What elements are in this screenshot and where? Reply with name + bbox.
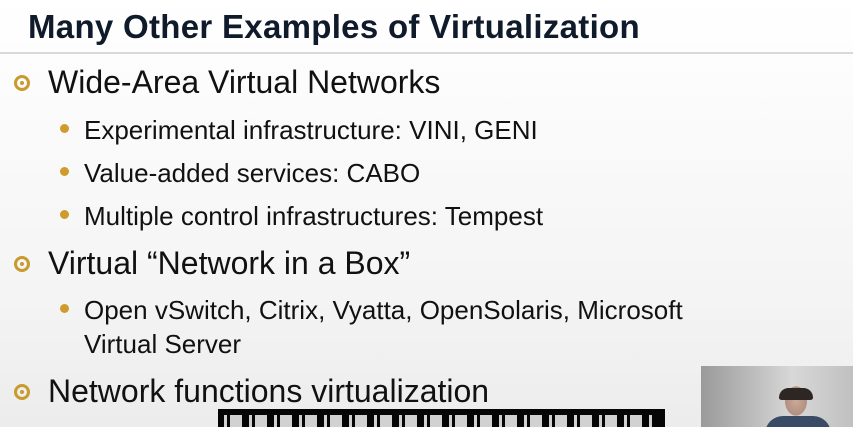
presenter-shirt bbox=[765, 416, 831, 427]
bullet-wide-area-virtual-networks: Wide-Area Virtual Networks bbox=[14, 64, 440, 101]
bullet-text: Wide-Area Virtual Networks bbox=[48, 64, 441, 100]
bullet-text: Virtual “Network in a Box” bbox=[48, 245, 411, 281]
dot-bullet-icon bbox=[60, 304, 69, 313]
ring-bullet-icon bbox=[14, 255, 30, 272]
ring-bullet-icon bbox=[14, 383, 30, 400]
subbullet-experimental-infrastructure: Experimental infrastructure: VINI, GENI bbox=[60, 113, 538, 147]
ring-bullet-icon bbox=[14, 74, 30, 91]
subbullet-text: Multiple control infrastructures: Tempes… bbox=[84, 201, 544, 231]
subbullet-multiple-control-infrastructures: Multiple control infrastructures: Tempes… bbox=[60, 199, 543, 233]
slide-title: Many Other Examples of Virtualization bbox=[28, 8, 640, 45]
title-divider bbox=[0, 52, 853, 54]
dot-bullet-icon bbox=[60, 124, 69, 133]
dot-bullet-icon bbox=[60, 210, 69, 219]
dot-bullet-icon bbox=[60, 167, 69, 176]
subbullet-open-vswitch: Open vSwitch, Citrix, Vyatta, OpenSolari… bbox=[60, 293, 710, 361]
subbullet-text: Experimental infrastructure: VINI, GENI bbox=[84, 115, 538, 145]
bullet-network-functions-virtualization: Network functions virtualization bbox=[14, 373, 489, 410]
bullet-network-in-a-box: Virtual “Network in a Box” bbox=[14, 245, 410, 282]
subbullet-text: Value-added services: CABO bbox=[84, 158, 421, 188]
presenter-webcam-overlay bbox=[701, 366, 853, 427]
subbullet-text: Open vSwitch, Citrix, Vyatta, OpenSolari… bbox=[84, 295, 683, 359]
subbullet-value-added-services: Value-added services: CABO bbox=[60, 156, 420, 190]
bullet-text: Network functions virtualization bbox=[48, 373, 490, 409]
subtitle-caption-bar bbox=[218, 409, 665, 427]
presenter-hair bbox=[779, 388, 813, 400]
subtitle-glyphs bbox=[224, 415, 654, 427]
